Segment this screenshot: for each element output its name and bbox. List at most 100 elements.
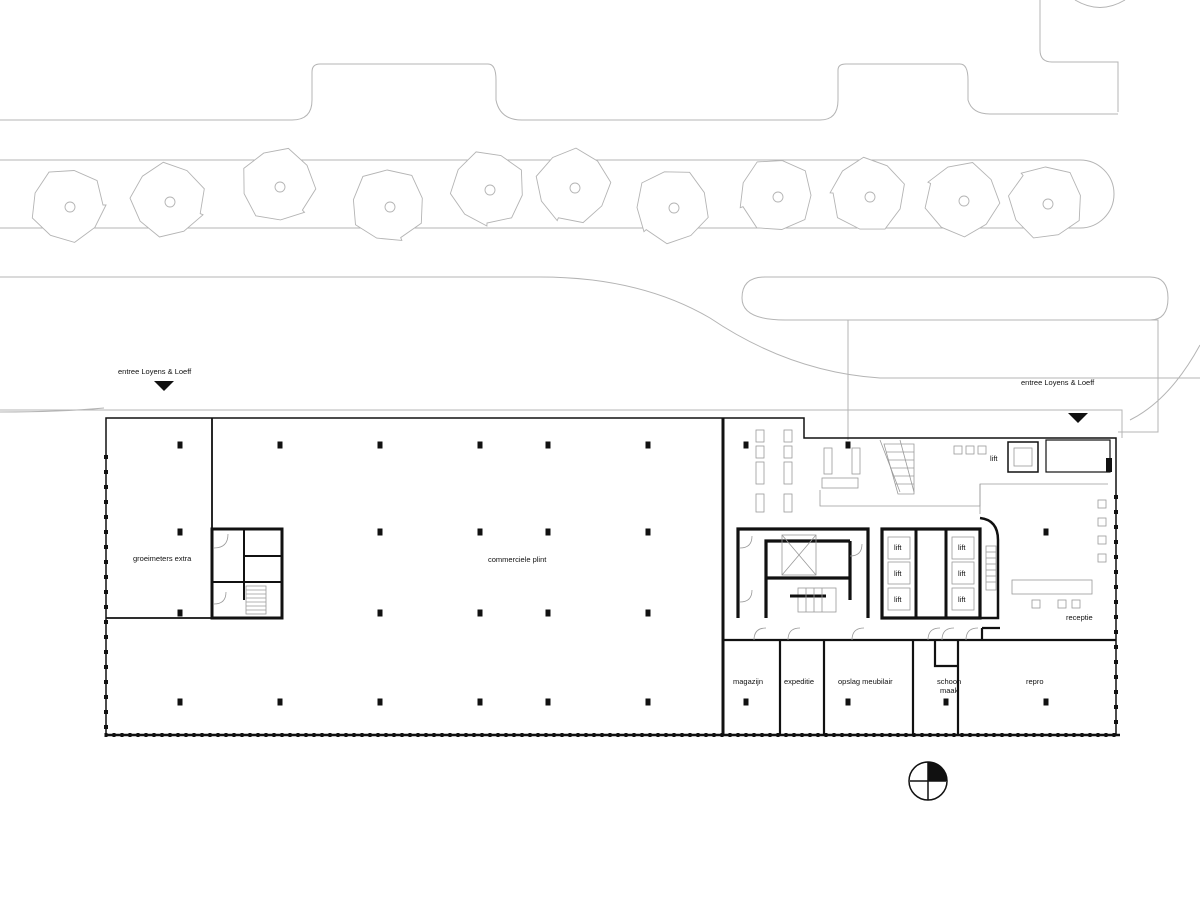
curved-road — [0, 276, 1200, 379]
column — [545, 698, 551, 706]
mullion — [120, 733, 124, 737]
mullion — [104, 680, 108, 684]
mullion — [368, 733, 372, 737]
mullion — [408, 733, 412, 737]
mullion — [528, 733, 532, 737]
column — [645, 528, 651, 536]
mullion — [104, 530, 108, 534]
column — [377, 441, 383, 449]
mullion — [1104, 733, 1108, 737]
mullion — [1088, 733, 1092, 737]
mullion — [1114, 585, 1118, 589]
mullion — [320, 733, 324, 737]
mullion — [200, 733, 204, 737]
mullion — [104, 733, 108, 737]
tree-icon — [352, 169, 423, 241]
lift-car-label: lift — [958, 595, 966, 604]
mullion — [456, 733, 460, 737]
mullion — [1114, 510, 1118, 514]
mullion — [280, 733, 284, 737]
mullion — [880, 733, 884, 737]
lift-car-label: lift — [894, 569, 902, 578]
mullion — [736, 733, 740, 737]
mullion — [392, 733, 396, 737]
lift-car-label: lift — [894, 543, 902, 552]
mullion — [784, 733, 788, 737]
mullion — [776, 733, 780, 737]
mullion — [512, 733, 516, 737]
column — [377, 609, 383, 617]
mullion — [384, 733, 388, 737]
mullion — [952, 733, 956, 737]
mullion — [1080, 733, 1084, 737]
mullion — [104, 500, 108, 504]
door-swing — [213, 533, 229, 549]
mullion — [480, 733, 484, 737]
core-stair — [790, 587, 837, 613]
mullion — [224, 733, 228, 737]
mullion — [424, 733, 428, 737]
mullion — [104, 725, 108, 729]
mullion — [128, 733, 132, 737]
mullion — [136, 733, 140, 737]
service-corridor — [724, 626, 1116, 642]
mullion — [600, 733, 604, 737]
mullion — [360, 733, 364, 737]
pavement-edge — [0, 409, 1123, 438]
column — [377, 528, 383, 536]
tree-icon — [739, 160, 812, 230]
mullion — [208, 733, 212, 737]
mullion — [216, 733, 220, 737]
tree-icon — [129, 161, 205, 238]
mullion — [264, 733, 268, 737]
tree-icon — [535, 147, 612, 224]
core-shaft — [781, 534, 817, 576]
mullion — [792, 733, 796, 737]
entrance-arrow-icon — [1068, 413, 1088, 423]
column — [1043, 698, 1049, 706]
mullion — [1114, 495, 1118, 499]
mullion — [640, 733, 644, 737]
mullion — [968, 733, 972, 737]
tree-icon — [636, 171, 709, 245]
mullion — [288, 733, 292, 737]
facade-mullions-west — [104, 455, 108, 729]
mullion — [1072, 733, 1076, 737]
lift-car-label: lift — [958, 569, 966, 578]
mullion — [1114, 570, 1118, 574]
tree-icon — [31, 170, 107, 243]
mullion — [448, 733, 452, 737]
curved-core-wall — [979, 516, 1000, 620]
tree-icon — [829, 156, 905, 230]
mullion — [744, 733, 748, 737]
column — [545, 609, 551, 617]
column — [645, 698, 651, 706]
mullion — [248, 733, 252, 737]
mullion — [592, 733, 596, 737]
entrance-west: entree Loyens & Loeff — [118, 367, 192, 391]
mullion — [824, 733, 828, 737]
mullion — [576, 733, 580, 737]
column — [277, 441, 283, 449]
mullion — [104, 560, 108, 564]
mullion — [976, 733, 980, 737]
mullion — [840, 733, 844, 737]
column — [1043, 528, 1049, 536]
mullion — [608, 733, 612, 737]
mullion — [888, 733, 892, 737]
lobby-zone — [819, 483, 1108, 507]
mullion — [864, 733, 868, 737]
mullion — [816, 733, 820, 737]
mullion — [760, 733, 764, 737]
mullion — [728, 733, 732, 737]
mullion — [160, 733, 164, 737]
mullion — [192, 733, 196, 737]
column-grid — [177, 441, 1049, 706]
mullion — [336, 733, 340, 737]
column — [377, 698, 383, 706]
mullion — [104, 710, 108, 714]
room-magazijn: magazijn — [733, 677, 763, 686]
west-core-inner — [212, 529, 282, 600]
mullion — [1096, 733, 1100, 737]
